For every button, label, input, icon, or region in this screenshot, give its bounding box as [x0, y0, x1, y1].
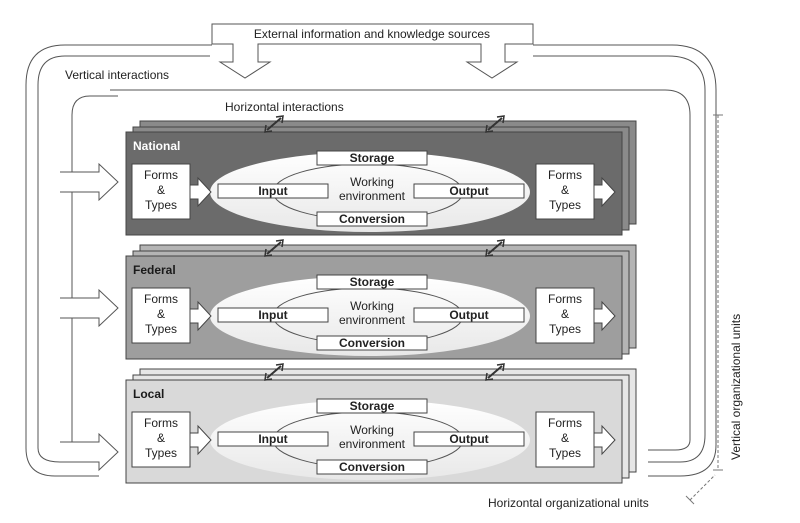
forms-ampersand: & [157, 431, 165, 445]
arrowhead-down [264, 124, 273, 133]
output-label: Output [449, 184, 488, 198]
forms-label: Forms [144, 416, 178, 430]
forms-ampersand: & [157, 183, 165, 197]
vertical-units-axis [713, 114, 723, 471]
arrowhead-down [485, 124, 494, 133]
forms-arrow-left [189, 176, 212, 208]
conversion-label: Conversion [339, 460, 405, 474]
forms-label: Forms [548, 416, 582, 430]
forms-label: Forms [548, 168, 582, 182]
conversion-box [316, 335, 428, 351]
external-sources-arrow [211, 23, 534, 79]
arrowhead-up [275, 115, 284, 124]
output-label: Output [449, 432, 488, 446]
horizontal-interaction-arrow [266, 365, 282, 379]
forms-arrow-left [189, 300, 212, 332]
forms-ampersand: & [157, 307, 165, 321]
vertical-interactions-label: Vertical interactions [65, 68, 169, 82]
horizontal-interaction-arrow [487, 117, 503, 131]
arrowhead-down [485, 248, 494, 257]
conversion-label: Conversion [339, 212, 405, 226]
horizontal-interaction-arrow [487, 241, 503, 255]
working-label: Working [350, 299, 394, 313]
arrowhead-down [264, 248, 273, 257]
level-national: NationalForms&TypesForms&TypesStorageInp… [125, 115, 637, 236]
forms-ampersand: & [561, 183, 569, 197]
forms-box-left [131, 163, 191, 220]
external-sources-label: External information and knowledge sourc… [254, 27, 490, 41]
output-box [413, 431, 525, 447]
types-label: Types [145, 198, 177, 212]
forms-arrow-right [593, 424, 616, 456]
level-name: Local [133, 387, 164, 401]
levels-group: NationalForms&TypesForms&TypesStorageInp… [125, 115, 637, 484]
environment-label: environment [339, 437, 406, 451]
environment-label: environment [339, 313, 406, 327]
output-label: Output [449, 308, 488, 322]
input-label: Input [258, 308, 287, 322]
conversion-box [316, 459, 428, 475]
arrowhead-down [264, 372, 273, 381]
arrowhead-up [496, 239, 505, 248]
storage-label: Storage [350, 399, 395, 413]
storage-label: Storage [350, 151, 395, 165]
forms-ampersand: & [561, 307, 569, 321]
forms-box-left [131, 287, 191, 344]
forms-box-right [535, 411, 595, 468]
input-box [217, 431, 329, 447]
types-label: Types [549, 198, 581, 212]
forms-arrow-right [593, 176, 616, 208]
arrowhead-down [485, 372, 494, 381]
types-label: Types [549, 446, 581, 460]
input-box [217, 307, 329, 323]
types-label: Types [145, 322, 177, 336]
working-label: Working [350, 175, 394, 189]
storage-label: Storage [350, 275, 395, 289]
conversion-box [316, 211, 428, 227]
horizontal-units-axis [685, 474, 716, 505]
entry-arrows [60, 162, 119, 472]
level-name: National [133, 139, 180, 153]
output-box [413, 307, 525, 323]
input-label: Input [258, 432, 287, 446]
input-box [217, 183, 329, 199]
horizontal-interactions-label: Horizontal interactions [225, 100, 344, 114]
conversion-label: Conversion [339, 336, 405, 350]
storage-box [316, 398, 428, 414]
working-environment-ellipse [210, 400, 530, 480]
forms-arrow-right [593, 300, 616, 332]
working-label: Working [350, 423, 394, 437]
horizontal-interaction-arrow [487, 365, 503, 379]
forms-label: Forms [548, 292, 582, 306]
output-box [413, 183, 525, 199]
forms-ampersand: & [561, 431, 569, 445]
level-federal: FederalForms&TypesForms&TypesStorageInpu… [125, 239, 637, 360]
storage-box [316, 274, 428, 290]
arrowhead-up [275, 239, 284, 248]
working-environment-ellipse [210, 152, 530, 232]
forms-arrow-left [189, 424, 212, 456]
types-label: Types [145, 446, 177, 460]
working-environment-ellipse [210, 276, 530, 356]
horizontal-interaction-arrow [266, 117, 282, 131]
horizontal-interaction-arrow [266, 241, 282, 255]
environment-label: environment [339, 189, 406, 203]
vertical-interactions-loop [25, 44, 717, 477]
forms-label: Forms [144, 168, 178, 182]
arrowhead-up [496, 115, 505, 124]
storage-box [316, 150, 428, 166]
inner-loop-left [71, 95, 118, 455]
types-label: Types [549, 322, 581, 336]
arrowhead-up [496, 363, 505, 372]
level-name: Federal [133, 263, 176, 277]
horizontal-units-label: Horizontal organizational units [488, 496, 649, 510]
arrowhead-up [275, 363, 284, 372]
vertical-units-label: Vertical organizational units [729, 314, 743, 460]
input-label: Input [258, 184, 287, 198]
forms-box-right [535, 287, 595, 344]
forms-label: Forms [144, 292, 178, 306]
